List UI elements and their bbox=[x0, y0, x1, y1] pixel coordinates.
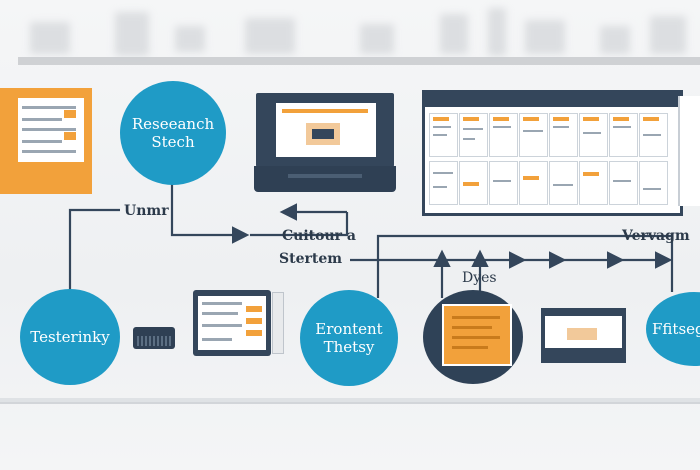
connector-center-bracket bbox=[250, 212, 349, 237]
connector-top-bus bbox=[376, 234, 674, 298]
node-right-label: Ffitseg bbox=[652, 320, 700, 338]
node-testing[interactable]: Testerinky bbox=[20, 289, 120, 385]
connector-research-to-center bbox=[170, 180, 250, 244]
node-research[interactable]: Reseeanch Stech bbox=[120, 81, 226, 185]
monitor-icon bbox=[541, 308, 626, 363]
label-vervagm: Vervagm bbox=[622, 228, 690, 244]
connector-testing-up bbox=[68, 208, 120, 290]
label-stertem: Stertem bbox=[279, 251, 343, 267]
laptop-icon bbox=[256, 93, 394, 167]
dashboard-icon bbox=[422, 90, 683, 216]
right-edge-panel bbox=[678, 96, 700, 206]
label-cuitour: Cuitour a bbox=[282, 228, 356, 244]
label-unmr: Unmr bbox=[124, 203, 169, 219]
node-content-label: Erontent Thetsy bbox=[315, 320, 383, 356]
node-content[interactable]: Erontent Thetsy bbox=[300, 290, 398, 386]
node-research-label: Reseeanch Stech bbox=[131, 115, 215, 151]
label-dyes: Dyes bbox=[462, 270, 497, 286]
checklist-card-icon bbox=[0, 88, 92, 194]
node-testing-label: Testerinky bbox=[30, 328, 110, 346]
laptop-base bbox=[254, 166, 396, 192]
top-shelf bbox=[18, 57, 700, 65]
device-keys bbox=[137, 336, 171, 346]
background-band bbox=[0, 0, 700, 70]
tablet-icon bbox=[193, 290, 271, 356]
tablet-side bbox=[272, 292, 284, 354]
floor-band bbox=[0, 398, 700, 404]
notebook-icon bbox=[442, 304, 512, 366]
floor-line bbox=[0, 402, 700, 404]
